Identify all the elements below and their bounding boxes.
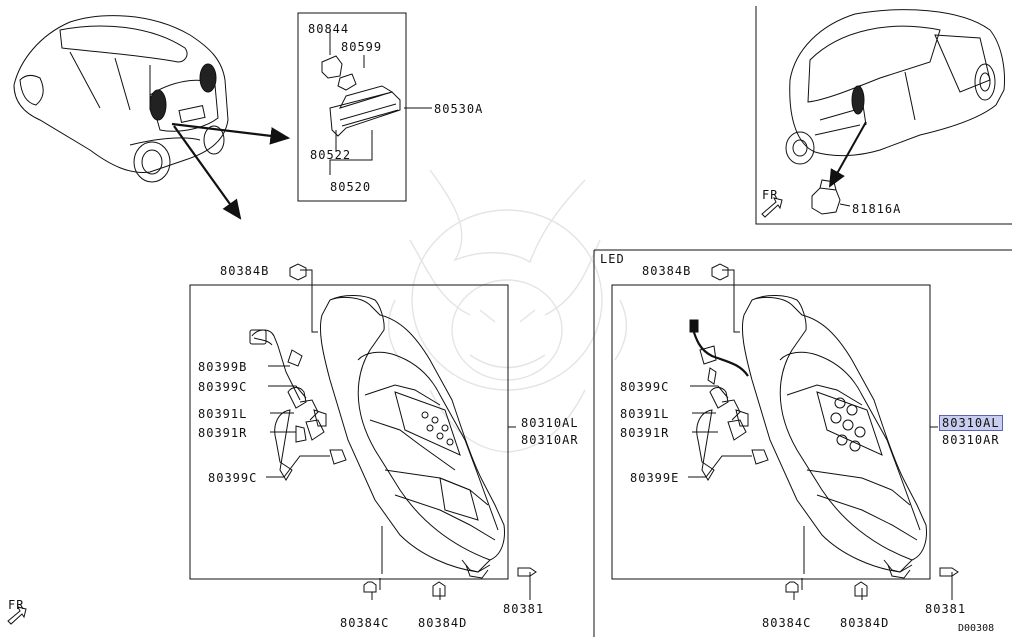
part-label-80530A[interactable]: 80530A — [434, 102, 484, 116]
diagram-code: D00308 — [958, 623, 995, 634]
part-label-80384C[interactable]: 80384C — [762, 616, 812, 630]
led-frame — [593, 249, 1012, 637]
lamp-detail-box — [297, 12, 407, 202]
part-label-80381[interactable]: 80381 — [925, 602, 967, 616]
license-plate-lamp — [321, 55, 401, 137]
part-label-80399C[interactable]: 80399C — [620, 380, 670, 394]
part-label-80391R[interactable]: 80391R — [620, 426, 670, 440]
wiring-harness-left — [249, 329, 347, 481]
part-label-80522[interactable]: 80522 — [310, 148, 352, 162]
part-label-80399C[interactable]: 80399C — [208, 471, 258, 485]
part-label-80599[interactable]: 80599 — [341, 40, 383, 54]
tail-lamp-left — [319, 295, 505, 579]
part-label-80310AL[interactable]: 80310AL — [521, 416, 579, 430]
car-rear-view-right — [785, 9, 1005, 165]
part-label-80384D[interactable]: 80384D — [418, 616, 468, 630]
part-label-80381[interactable]: 80381 — [503, 602, 545, 616]
tail-lamp-led — [741, 295, 927, 579]
left-panel-fasteners — [289, 263, 537, 597]
callout-arrow-3 — [829, 121, 867, 188]
part-label-81816A[interactable]: 81816A — [852, 202, 902, 216]
part-label-80384C[interactable]: 80384C — [340, 616, 390, 630]
part-label-80520[interactable]: 80520 — [330, 180, 372, 194]
part-label-80384B[interactable]: 80384B — [220, 264, 270, 278]
led-label: LED — [600, 252, 625, 266]
callout-arrow-2 — [173, 125, 242, 220]
part-label-80310AL-highlighted[interactable]: 80310AL — [939, 415, 1003, 431]
part-label-80399C[interactable]: 80399C — [198, 380, 248, 394]
part-label-80310AR[interactable]: 80310AR — [942, 433, 1000, 447]
right-panel-fasteners — [711, 263, 959, 597]
part-label-80310AR[interactable]: 80310AR — [521, 433, 579, 447]
part-label-80399B[interactable]: 80399B — [198, 360, 248, 374]
part-label-80391L[interactable]: 80391L — [198, 407, 248, 421]
fr-direction-arrow-right — [761, 197, 783, 218]
rear-sensor — [811, 179, 851, 215]
fr-label-top-right: FR — [762, 188, 779, 202]
part-label-80384B[interactable]: 80384B — [642, 264, 692, 278]
left-panel-box — [189, 284, 509, 580]
part-label-80384D[interactable]: 80384D — [840, 616, 890, 630]
part-label-80391R[interactable]: 80391R — [198, 426, 248, 440]
callout-arrow-1 — [171, 122, 291, 145]
fr-label-bottom-left: FR — [8, 598, 25, 612]
fr-direction-arrow-left — [7, 606, 27, 625]
part-label-80391L[interactable]: 80391L — [620, 407, 670, 421]
part-label-80399E[interactable]: 80399E — [630, 471, 680, 485]
part-label-80844[interactable]: 80844 — [308, 22, 350, 36]
top-right-frame — [755, 6, 1012, 225]
car-rear-view-left — [13, 15, 229, 183]
right-panel-box — [611, 284, 931, 580]
